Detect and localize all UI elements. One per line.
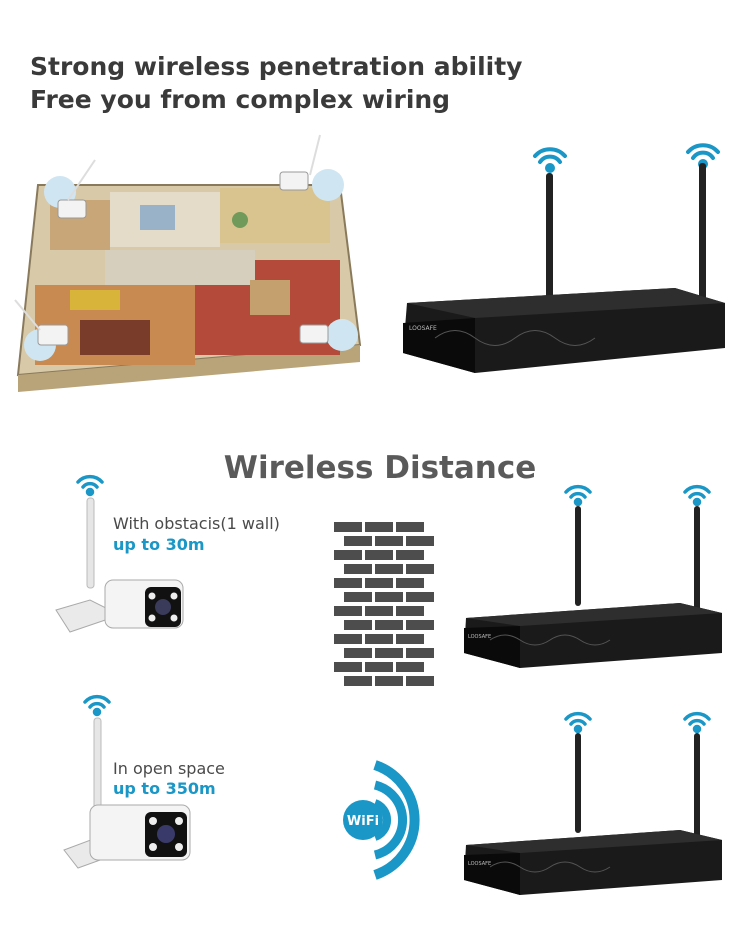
nvr-recorder-large: LOOSAFE bbox=[403, 143, 725, 373]
wifi-signal-icon bbox=[683, 711, 711, 734]
wifi-signal-icon bbox=[564, 484, 592, 507]
corner-camera-icon bbox=[44, 159, 96, 219]
house-floorplan-illustration bbox=[14, 134, 362, 392]
nvr-recorder-middle: LOOSAFE bbox=[464, 484, 722, 668]
open-space-range: up to 350m bbox=[113, 779, 216, 798]
wifi-signal-icon bbox=[683, 484, 711, 507]
wifi-signal-icon bbox=[83, 694, 111, 717]
bullet-camera-obstacle bbox=[55, 474, 184, 633]
wifi-signal-icon bbox=[533, 147, 567, 173]
corner-camera-icon bbox=[14, 299, 69, 361]
obstacle-label: With obstacis(1 wall) bbox=[113, 514, 280, 533]
headline-line-1: Strong wireless penetration ability bbox=[30, 52, 523, 81]
nvr-recorder-bottom: LOOSAFE bbox=[464, 711, 722, 895]
headline-line-2: Free you from complex wiring bbox=[30, 85, 451, 114]
nvr-brand-text: LOOSAFE bbox=[468, 861, 491, 867]
open-space-label: In open space bbox=[113, 759, 225, 778]
wifi-broadcast-icon: WiFi bbox=[343, 760, 420, 880]
section-title: Wireless Distance bbox=[223, 450, 537, 486]
wifi-signal-icon bbox=[76, 474, 104, 497]
headline: Strong wireless penetration ability Free… bbox=[30, 50, 522, 116]
brick-wall-icon bbox=[334, 522, 434, 686]
corner-camera-icon bbox=[279, 134, 344, 201]
obstacle-range: up to 30m bbox=[113, 535, 205, 554]
bullet-camera-open-space bbox=[63, 694, 191, 869]
corner-camera-icon bbox=[299, 319, 358, 351]
wifi-badge-text: WiFi bbox=[347, 814, 379, 829]
nvr-brand-text: LOOSAFE bbox=[409, 325, 437, 332]
nvr-brand-text: LOOSAFE bbox=[468, 634, 491, 640]
wifi-signal-icon bbox=[564, 711, 592, 734]
